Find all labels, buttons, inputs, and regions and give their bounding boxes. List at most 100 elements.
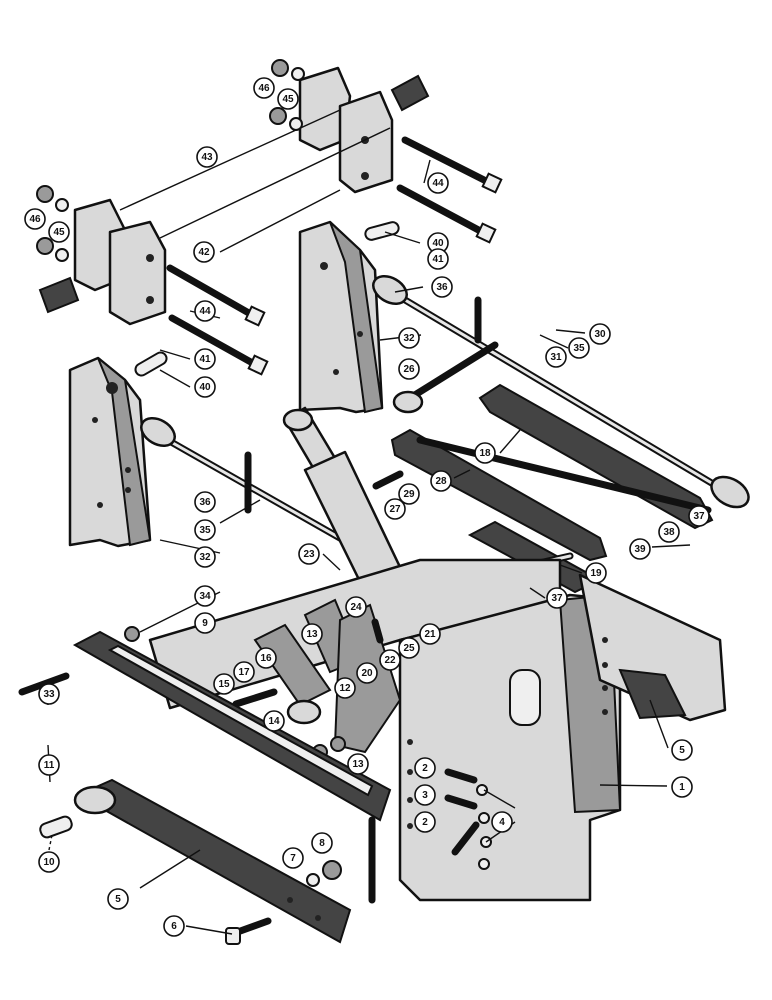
leveling-rods: [140, 275, 750, 616]
callout-circle: [194, 491, 216, 513]
callout-circle: [24, 208, 46, 230]
callout-circle: [194, 348, 216, 370]
callout-number: 28: [435, 476, 447, 487]
callout-number: 42: [198, 247, 210, 258]
callout-number: 25: [403, 643, 415, 654]
callout-number: 8: [319, 838, 325, 849]
callout-circle: [194, 585, 216, 607]
callout-number: 34: [199, 591, 211, 602]
callout-24: 24: [345, 596, 367, 618]
callout-number: 3: [422, 790, 428, 801]
callout-circle: [671, 776, 693, 798]
callout-circle: [38, 683, 60, 705]
callout-29: 29: [398, 483, 420, 505]
callout-number: 27: [389, 504, 401, 515]
callout-number: 35: [573, 343, 585, 354]
callout-36: 36: [194, 491, 216, 513]
callout-number: 14: [268, 716, 280, 727]
callout-number: 13: [306, 629, 318, 640]
callout-number: 45: [53, 227, 65, 238]
callout-number: 33: [43, 689, 55, 700]
callout-number: 36: [436, 282, 448, 293]
callout-26: 26: [398, 358, 420, 380]
callout-circle: [194, 519, 216, 541]
callout-circle: [414, 784, 436, 806]
callout-number: 38: [663, 527, 675, 538]
callout-circle: [233, 661, 255, 683]
callout-number: 30: [594, 329, 606, 340]
callout-circle: [688, 505, 710, 527]
callout-number: 13: [352, 759, 364, 770]
callout-number: 5: [115, 894, 121, 905]
callout-35: 35: [194, 519, 216, 541]
callout-circle: [671, 739, 693, 761]
callout-17: 17: [233, 661, 255, 683]
callout-number: 16: [260, 653, 272, 664]
callout-number: 17: [238, 667, 250, 678]
callout-number: 18: [479, 448, 491, 459]
callout-37: 37: [688, 505, 710, 527]
callout-16: 16: [255, 647, 277, 669]
lower-links: [18, 630, 492, 945]
callout-circle: [38, 754, 60, 776]
callout-number: 2: [422, 817, 428, 828]
callout-40: 40: [194, 376, 216, 398]
callout-25: 25: [398, 637, 420, 659]
callout-21: 21: [419, 623, 441, 645]
callout-number: 41: [432, 254, 444, 265]
callout-circle: [427, 248, 449, 270]
callout-circle: [658, 521, 680, 543]
callout-circle: [194, 300, 216, 322]
callout-number: 32: [199, 552, 211, 563]
callout-11: 11: [38, 754, 60, 776]
callout-circle: [491, 811, 513, 833]
callout-33: 33: [38, 683, 60, 705]
callout-46: 46: [253, 77, 275, 99]
callout-41: 41: [194, 348, 216, 370]
callout-14: 14: [263, 710, 285, 732]
callout-circle: [398, 327, 420, 349]
callout-12: 12: [334, 677, 356, 699]
callout-45: 45: [48, 221, 70, 243]
callout-circle: [38, 851, 60, 873]
callout-number: 26: [403, 364, 415, 375]
callout-circle: [419, 623, 441, 645]
callout-2: 2: [414, 811, 436, 833]
callout-15: 15: [213, 673, 235, 695]
callout-number: 11: [44, 760, 55, 771]
callout-number: 22: [384, 655, 396, 666]
callout-number: 45: [282, 94, 294, 105]
callout-circle: [194, 612, 216, 634]
callout-number: 40: [432, 238, 444, 249]
callout-number: 19: [590, 568, 602, 579]
callout-circle: [255, 647, 277, 669]
callout-number: 44: [432, 178, 444, 189]
callout-number: 40: [199, 382, 211, 393]
callout-circle: [398, 637, 420, 659]
callout-circle: [345, 596, 367, 618]
callout-40: 40: [427, 232, 449, 254]
callout-number: 24: [350, 602, 362, 613]
callout-number: 5: [679, 745, 685, 756]
callout-39: 39: [629, 538, 651, 560]
callout-number: 43: [201, 152, 213, 163]
callout-circle: [48, 221, 70, 243]
callout-7: 7: [282, 847, 304, 869]
callout-number: 23: [303, 549, 315, 560]
callout-circle: [194, 546, 216, 568]
callout-circle: [398, 358, 420, 380]
callout-4: 4: [491, 811, 513, 833]
callout-22: 22: [379, 649, 401, 671]
callout-number: 1: [679, 782, 685, 793]
callout-circle: [414, 757, 436, 779]
callout-27: 27: [384, 498, 406, 520]
callout-circle: [334, 677, 356, 699]
callout-13: 13: [301, 623, 323, 645]
callout-3: 3: [414, 784, 436, 806]
callout-circle: [163, 915, 185, 937]
callout-circle: [427, 172, 449, 194]
callout-38: 38: [658, 521, 680, 543]
lift-links: [390, 341, 714, 594]
